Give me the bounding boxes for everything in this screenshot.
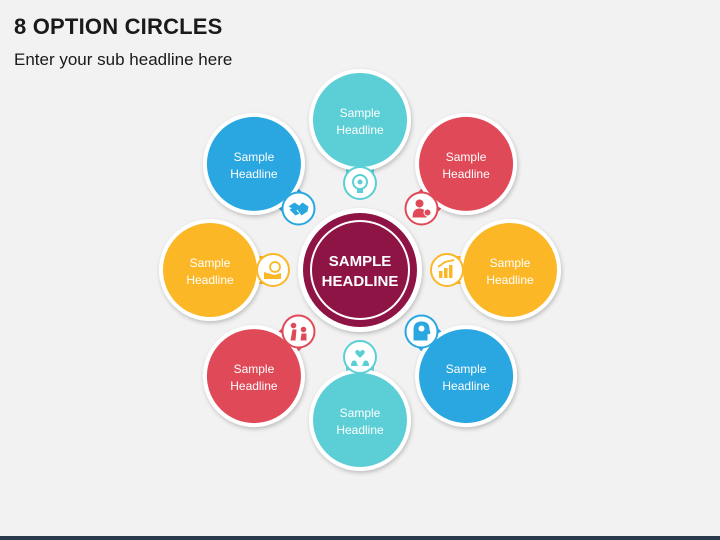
growth-chart-icon — [437, 259, 455, 278]
petal-label-line1: Sample — [490, 256, 531, 270]
petal-label-line2: Headline — [230, 379, 278, 393]
head-idea-icon — [413, 321, 431, 341]
petal-label-line2: Headline — [336, 423, 384, 437]
petal-label-line1: Sample — [446, 150, 487, 164]
helping-hand-icon — [290, 322, 307, 341]
petal-circle — [419, 116, 514, 211]
businessman-gear-icon — [412, 199, 432, 218]
petal-circle — [163, 223, 257, 317]
hands-heart-icon — [351, 350, 369, 366]
petal-label-line2: Headline — [230, 167, 278, 181]
petal-label-line2: Headline — [442, 379, 490, 393]
petal-label-line1: Sample — [234, 362, 275, 376]
petal-label-line2: Headline — [442, 167, 490, 181]
petal-circle — [313, 73, 407, 167]
bottom-bar — [0, 536, 720, 540]
petal-label-line1: Sample — [234, 150, 275, 164]
petal-circle — [313, 373, 407, 467]
petal-circle — [463, 223, 557, 317]
page-subtitle: Enter your sub headline here — [14, 50, 233, 69]
petal-circle — [206, 329, 301, 424]
petal-label-line2: Headline — [486, 273, 534, 287]
center-headline-line1: SAMPLE — [329, 253, 392, 270]
petal-label-line1: Sample — [340, 106, 381, 120]
petal-label-line2: Headline — [336, 123, 384, 137]
petal-icon-circle — [281, 314, 316, 349]
brain-gear-icon — [352, 174, 368, 193]
center-headline-line2: HEADLINE — [322, 273, 399, 290]
petal-icon-circle — [256, 253, 290, 287]
petal-icon-circle — [404, 191, 439, 226]
center-circle: SAMPLE HEADLINE — [298, 208, 422, 332]
handshake-icon — [288, 202, 309, 216]
page-title: 8 OPTION CIRCLES — [14, 14, 223, 39]
petal-label-line1: Sample — [190, 256, 231, 270]
petal-label-line1: Sample — [340, 406, 381, 420]
petal-circle — [206, 116, 301, 211]
petal-circle — [419, 329, 514, 424]
petal-label-line2: Headline — [186, 273, 234, 287]
petal-label-line1: Sample — [446, 362, 487, 376]
hand-coin-icon — [264, 261, 281, 279]
